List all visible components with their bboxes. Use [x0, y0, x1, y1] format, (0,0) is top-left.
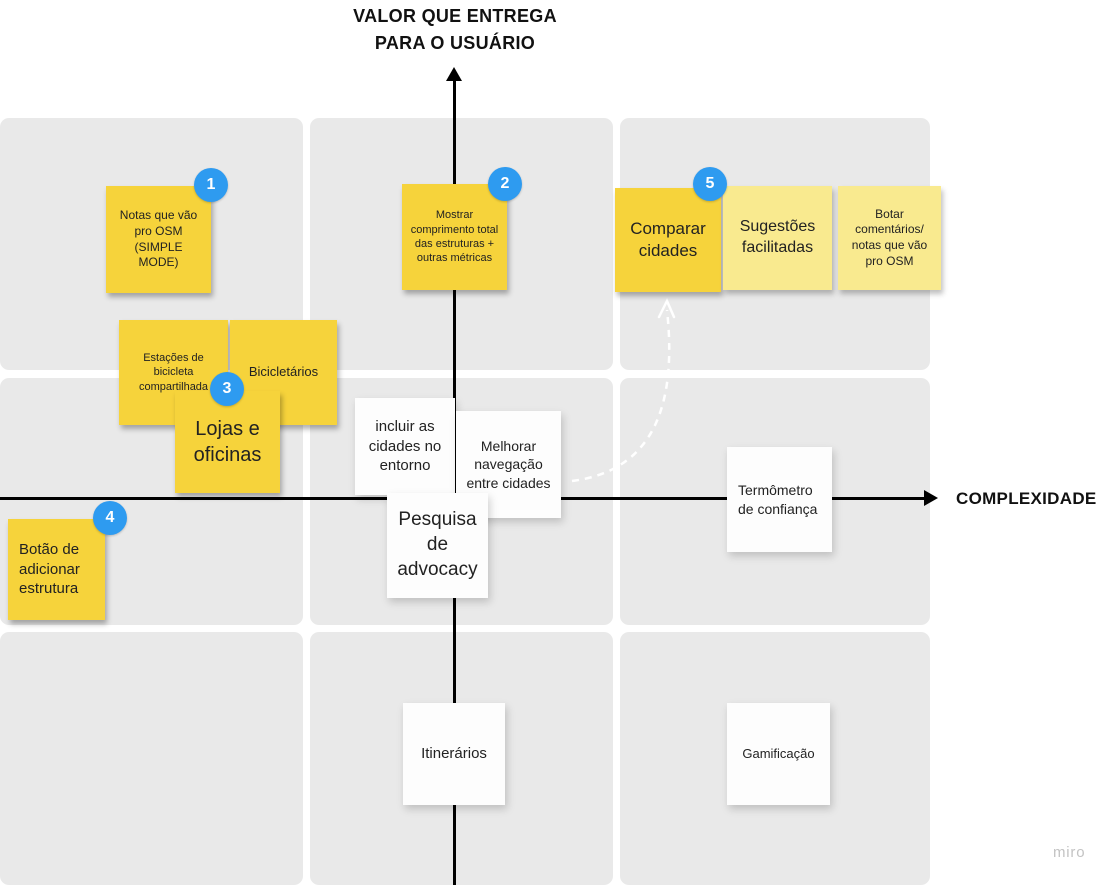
y-axis-title-line2: PARA O USUÁRIO — [374, 33, 536, 53]
priority-badge-2[interactable]: 2 — [488, 167, 522, 201]
sticky-note-lojas-oficinas[interactable]: Lojas e oficinas — [175, 391, 280, 493]
y-axis-title: VALOR QUE ENTREGA PARA O USUÁRIO — [280, 3, 630, 57]
miro-watermark: miro — [1053, 844, 1086, 861]
sticky-note-mostrar-comprimento[interactable]: Mostrar comprimento total das estruturas… — [402, 184, 507, 290]
priority-badge-3[interactable]: 3 — [210, 372, 244, 406]
y-axis-title-line1: VALOR QUE ENTREGA — [353, 6, 557, 26]
sticky-note-termometro-confianca[interactable]: Termômetro de confiança — [727, 447, 832, 552]
sticky-note-pesquisa-advocacy[interactable]: Pesquisa de advocacy — [387, 493, 488, 598]
x-axis-arrowhead-icon — [924, 490, 938, 506]
sticky-note-estacoes-bicicleta[interactable]: Estações de bicicleta compartilhada — [119, 320, 228, 425]
x-axis-title: COMPLEXIDADE — [956, 489, 1097, 508]
sticky-note-gamificacao[interactable]: Gamificação — [727, 703, 830, 805]
sticky-note-botao-adicionar[interactable]: Botão de adicionar estrutura — [8, 519, 105, 620]
sticky-note-bicicletarios[interactable]: Bicicletários — [230, 320, 337, 425]
sticky-note-comparar-cidades[interactable]: Comparar cidades — [615, 188, 721, 292]
priority-badge-4[interactable]: 4 — [93, 501, 127, 535]
priority-badge-1[interactable]: 1 — [194, 168, 228, 202]
priority-badge-5[interactable]: 5 — [693, 167, 727, 201]
sticky-note-botar-comentarios[interactable]: Botar comentários/ notas que vão pro OSM — [838, 186, 941, 290]
y-axis-arrowhead-icon — [446, 67, 462, 81]
sticky-note-sugestoes-facilitadas[interactable]: Sugestões facilitadas — [723, 186, 832, 290]
sticky-note-incluir-cidades[interactable]: incluir as cidades no entorno — [355, 398, 455, 495]
grid-cell — [0, 632, 303, 885]
sticky-note-itinerarios[interactable]: Itinerários — [403, 703, 505, 805]
sticky-note-notas-osm[interactable]: Notas que vão pro OSM (SIMPLE MODE) — [106, 186, 211, 293]
